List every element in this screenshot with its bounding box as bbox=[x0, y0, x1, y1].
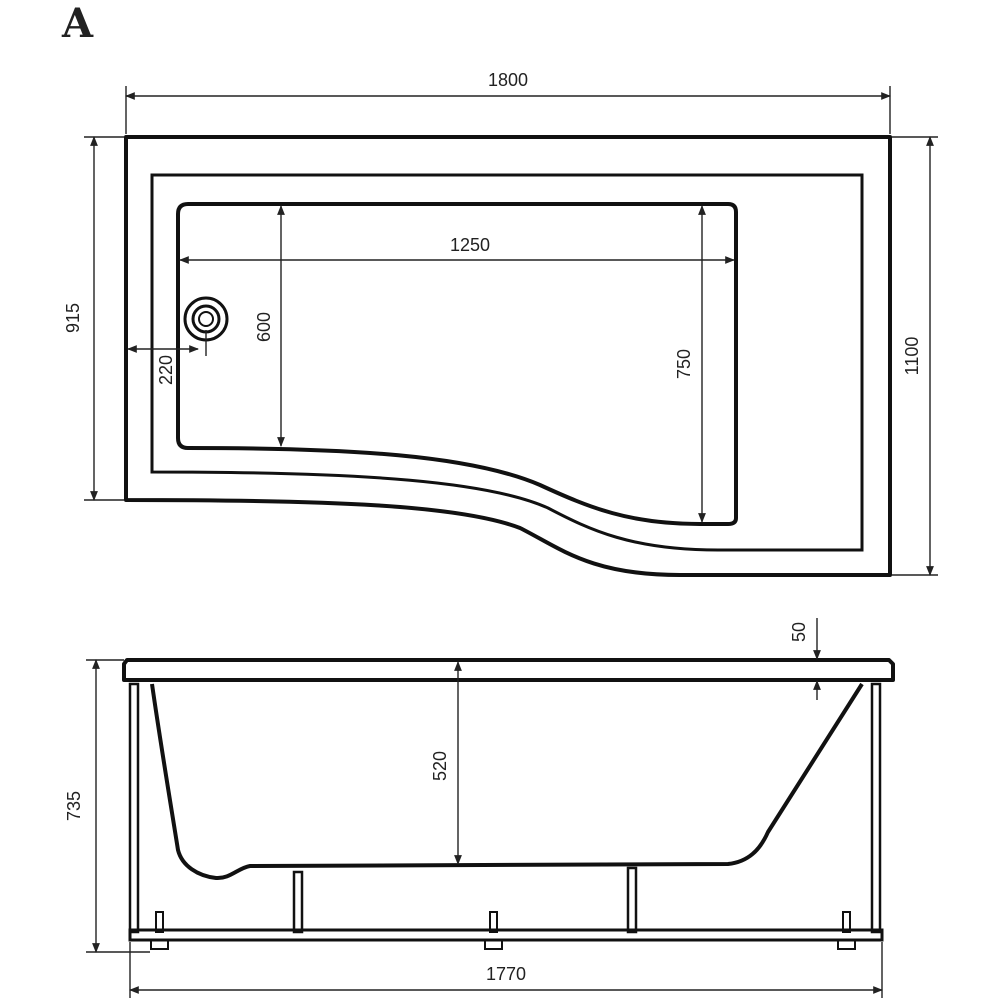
side-view-tub-body bbox=[150, 682, 864, 881]
dim-label-drain-offset: 220 bbox=[156, 355, 176, 385]
dim-label-overall-length: 1800 bbox=[488, 70, 528, 90]
adjustable-feet bbox=[150, 911, 856, 950]
dim-overall-width: 1100 bbox=[892, 136, 938, 576]
dim-label-inner-width-right: 750 bbox=[674, 349, 694, 379]
dim-label-overall-height: 735 bbox=[64, 791, 84, 821]
side-view-rim bbox=[122, 658, 895, 682]
dim-label-short-side-width: 915 bbox=[63, 303, 83, 333]
foot-icon bbox=[484, 911, 503, 950]
dim-frame-length: 1770 bbox=[129, 942, 883, 998]
foot-icon bbox=[837, 911, 856, 950]
dim-overall-length: 1800 bbox=[125, 70, 891, 134]
dim-inner-width-left: 600 bbox=[254, 205, 285, 447]
side-view-frame bbox=[128, 682, 884, 942]
dim-rim-thickness: 50 bbox=[789, 618, 821, 700]
dim-label-inner-length: 1250 bbox=[450, 235, 490, 255]
dim-label-inner-width-left: 600 bbox=[254, 312, 274, 342]
dim-label-inner-depth: 520 bbox=[430, 751, 450, 781]
dim-inner-width-right: 750 bbox=[674, 205, 706, 523]
top-view-rim-contour bbox=[150, 173, 864, 552]
dim-drain-offset: 220 bbox=[127, 330, 207, 385]
dim-inner-depth: 520 bbox=[430, 661, 462, 865]
dim-label-rim-thickness: 50 bbox=[789, 622, 809, 642]
figure-label: A bbox=[61, 0, 94, 47]
top-view-basin-contour bbox=[176, 202, 738, 526]
top-view-outer-contour bbox=[124, 135, 892, 577]
dim-label-overall-width: 1100 bbox=[902, 337, 922, 376]
dim-label-frame-length: 1770 bbox=[486, 964, 526, 984]
dim-overall-height: 735 bbox=[64, 659, 150, 953]
dim-short-side-width: 915 bbox=[63, 136, 124, 501]
top-view: 1800 915 1100 1250 600 750 bbox=[63, 70, 938, 577]
side-view: 735 520 50 1770 bbox=[64, 618, 895, 998]
foot-icon bbox=[150, 911, 169, 950]
dim-inner-length: 1250 bbox=[179, 235, 735, 264]
